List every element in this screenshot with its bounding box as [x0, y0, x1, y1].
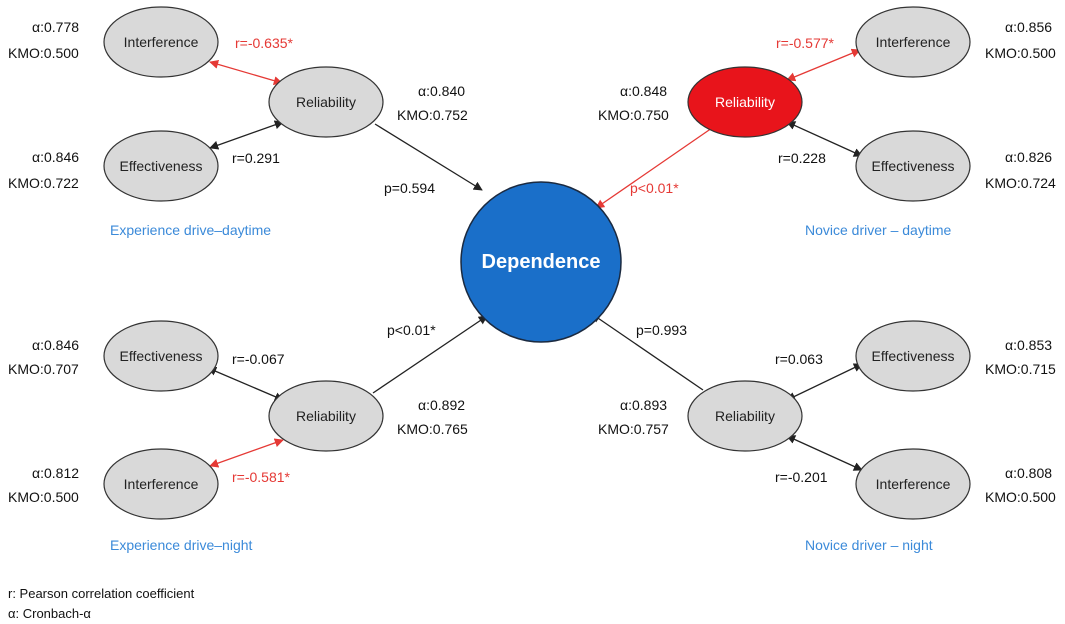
- tr-effectiveness-reliability-link: [786, 121, 863, 157]
- br-interference-reliability-link: [786, 435, 863, 471]
- bl-reliability-alpha: α:0.892: [418, 397, 465, 413]
- tr-interference-node: [855, 6, 971, 78]
- tr-reliability-label: Reliability: [715, 94, 775, 110]
- tr-r-interference: r=-0.577*: [776, 35, 835, 51]
- tr-reliability-kmo: KMO:0.750: [598, 107, 669, 123]
- tl-interference-node: [103, 6, 219, 78]
- tl-p-value: p=0.594: [384, 180, 435, 196]
- bl-reliability-label: Reliability: [296, 408, 356, 424]
- bl-reliability-node: [268, 380, 384, 452]
- tl-reliability-label: Reliability: [296, 94, 356, 110]
- tr-reliability-alpha: α:0.848: [620, 83, 667, 99]
- br-effectiveness-alpha: α:0.853: [1005, 337, 1052, 353]
- tr-effectiveness-node: [855, 130, 971, 202]
- br-effectiveness-kmo: KMO:0.715: [985, 361, 1056, 377]
- tl-interference-kmo: KMO:0.500: [8, 45, 79, 61]
- tr-interference-label: Interference: [876, 34, 951, 50]
- tl-interference-reliability-link: [209, 59, 283, 86]
- bl-interference-reliability-link: [209, 438, 284, 468]
- tl-r-interference: r=-0.635*: [235, 35, 294, 51]
- bl-p-value: p<0.01*: [387, 322, 436, 338]
- tl-reliability-kmo: KMO:0.752: [397, 107, 468, 123]
- tl-effectiveness-reliability-link: [209, 120, 284, 150]
- tr-effectiveness-label: Effectiveness: [871, 158, 954, 174]
- bl-effectiveness-alpha: α:0.846: [32, 337, 79, 353]
- tl-reliability-node: [268, 66, 384, 138]
- bl-effectiveness-label: Effectiveness: [119, 348, 202, 364]
- tl-effectiveness-node: [103, 130, 219, 202]
- bl-interference-label: Interference: [124, 476, 199, 492]
- bl-interference-kmo: KMO:0.500: [8, 489, 79, 505]
- tl-interference-label: Interference: [124, 34, 199, 50]
- tr-r-effectiveness: r=0.228: [778, 150, 826, 166]
- br-reliability-label: Reliability: [715, 408, 775, 424]
- br-effectiveness-node: [855, 320, 971, 392]
- tl-effectiveness-kmo: KMO:0.722: [8, 175, 79, 191]
- br-interference-node: [855, 448, 971, 520]
- br-effectiveness-label: Effectiveness: [871, 348, 954, 364]
- tl-effectiveness-label: Effectiveness: [119, 158, 202, 174]
- bl-interference-node: [103, 448, 219, 520]
- br-reliability-dependence-link: [591, 313, 704, 391]
- br-interference-kmo: KMO:0.500: [985, 489, 1056, 505]
- tr-effectiveness-alpha: α:0.826: [1005, 149, 1052, 165]
- tl-reliability-dependence-link: [374, 123, 483, 191]
- br-reliability-kmo: KMO:0.757: [598, 421, 669, 437]
- tl-effectiveness-alpha: α:0.846: [32, 149, 79, 165]
- tr-reliability-node: [687, 66, 803, 138]
- bl-r-effectiveness: r=-0.067: [232, 351, 285, 367]
- bl-effectiveness-kmo: KMO:0.707: [8, 361, 79, 377]
- tl-r-effectiveness: r=0.291: [232, 150, 280, 166]
- br-r-effectiveness: r=0.063: [775, 351, 823, 367]
- br-interference-alpha: α:0.808: [1005, 465, 1052, 481]
- tr-interference-kmo: KMO:0.500: [985, 45, 1056, 61]
- bl-group-label: Experience drive–night: [110, 537, 253, 553]
- dependence-node: [460, 181, 622, 343]
- bl-effectiveness-reliability-link: [207, 367, 284, 401]
- br-reliability-node: [687, 380, 803, 452]
- br-interference-label: Interference: [876, 476, 951, 492]
- tl-reliability-alpha: α:0.840: [418, 83, 465, 99]
- tl-group-label: Experience drive–daytime: [110, 222, 271, 238]
- bl-r-interference: r=-0.581*: [232, 469, 291, 485]
- bl-reliability-dependence-link: [372, 315, 488, 394]
- bl-reliability-kmo: KMO:0.765: [397, 421, 468, 437]
- br-r-interference: r=-0.201: [775, 469, 828, 485]
- dependence-label: Dependence: [482, 251, 601, 273]
- tr-reliability-dependence-link: [595, 127, 713, 209]
- br-p-value: p=0.993: [636, 322, 687, 338]
- tr-interference-alpha: α:0.856: [1005, 19, 1052, 35]
- tr-interference-reliability-link: [786, 48, 861, 82]
- br-effectiveness-reliability-link: [786, 363, 863, 401]
- tr-p-value: p<0.01*: [630, 180, 679, 196]
- legend-alpha-definition: α: Cronbach-α: [8, 606, 91, 621]
- legend-r-definition: r: Pearson correlation coefficient: [8, 586, 195, 601]
- bl-interference-alpha: α:0.812: [32, 465, 79, 481]
- tr-group-label: Novice driver – daytime: [805, 222, 951, 238]
- br-group-label: Novice driver – night: [805, 537, 933, 553]
- bl-effectiveness-node: [103, 320, 219, 392]
- tr-effectiveness-kmo: KMO:0.724: [985, 175, 1056, 191]
- br-reliability-alpha: α:0.893: [620, 397, 667, 413]
- tl-interference-alpha: α:0.778: [32, 19, 79, 35]
